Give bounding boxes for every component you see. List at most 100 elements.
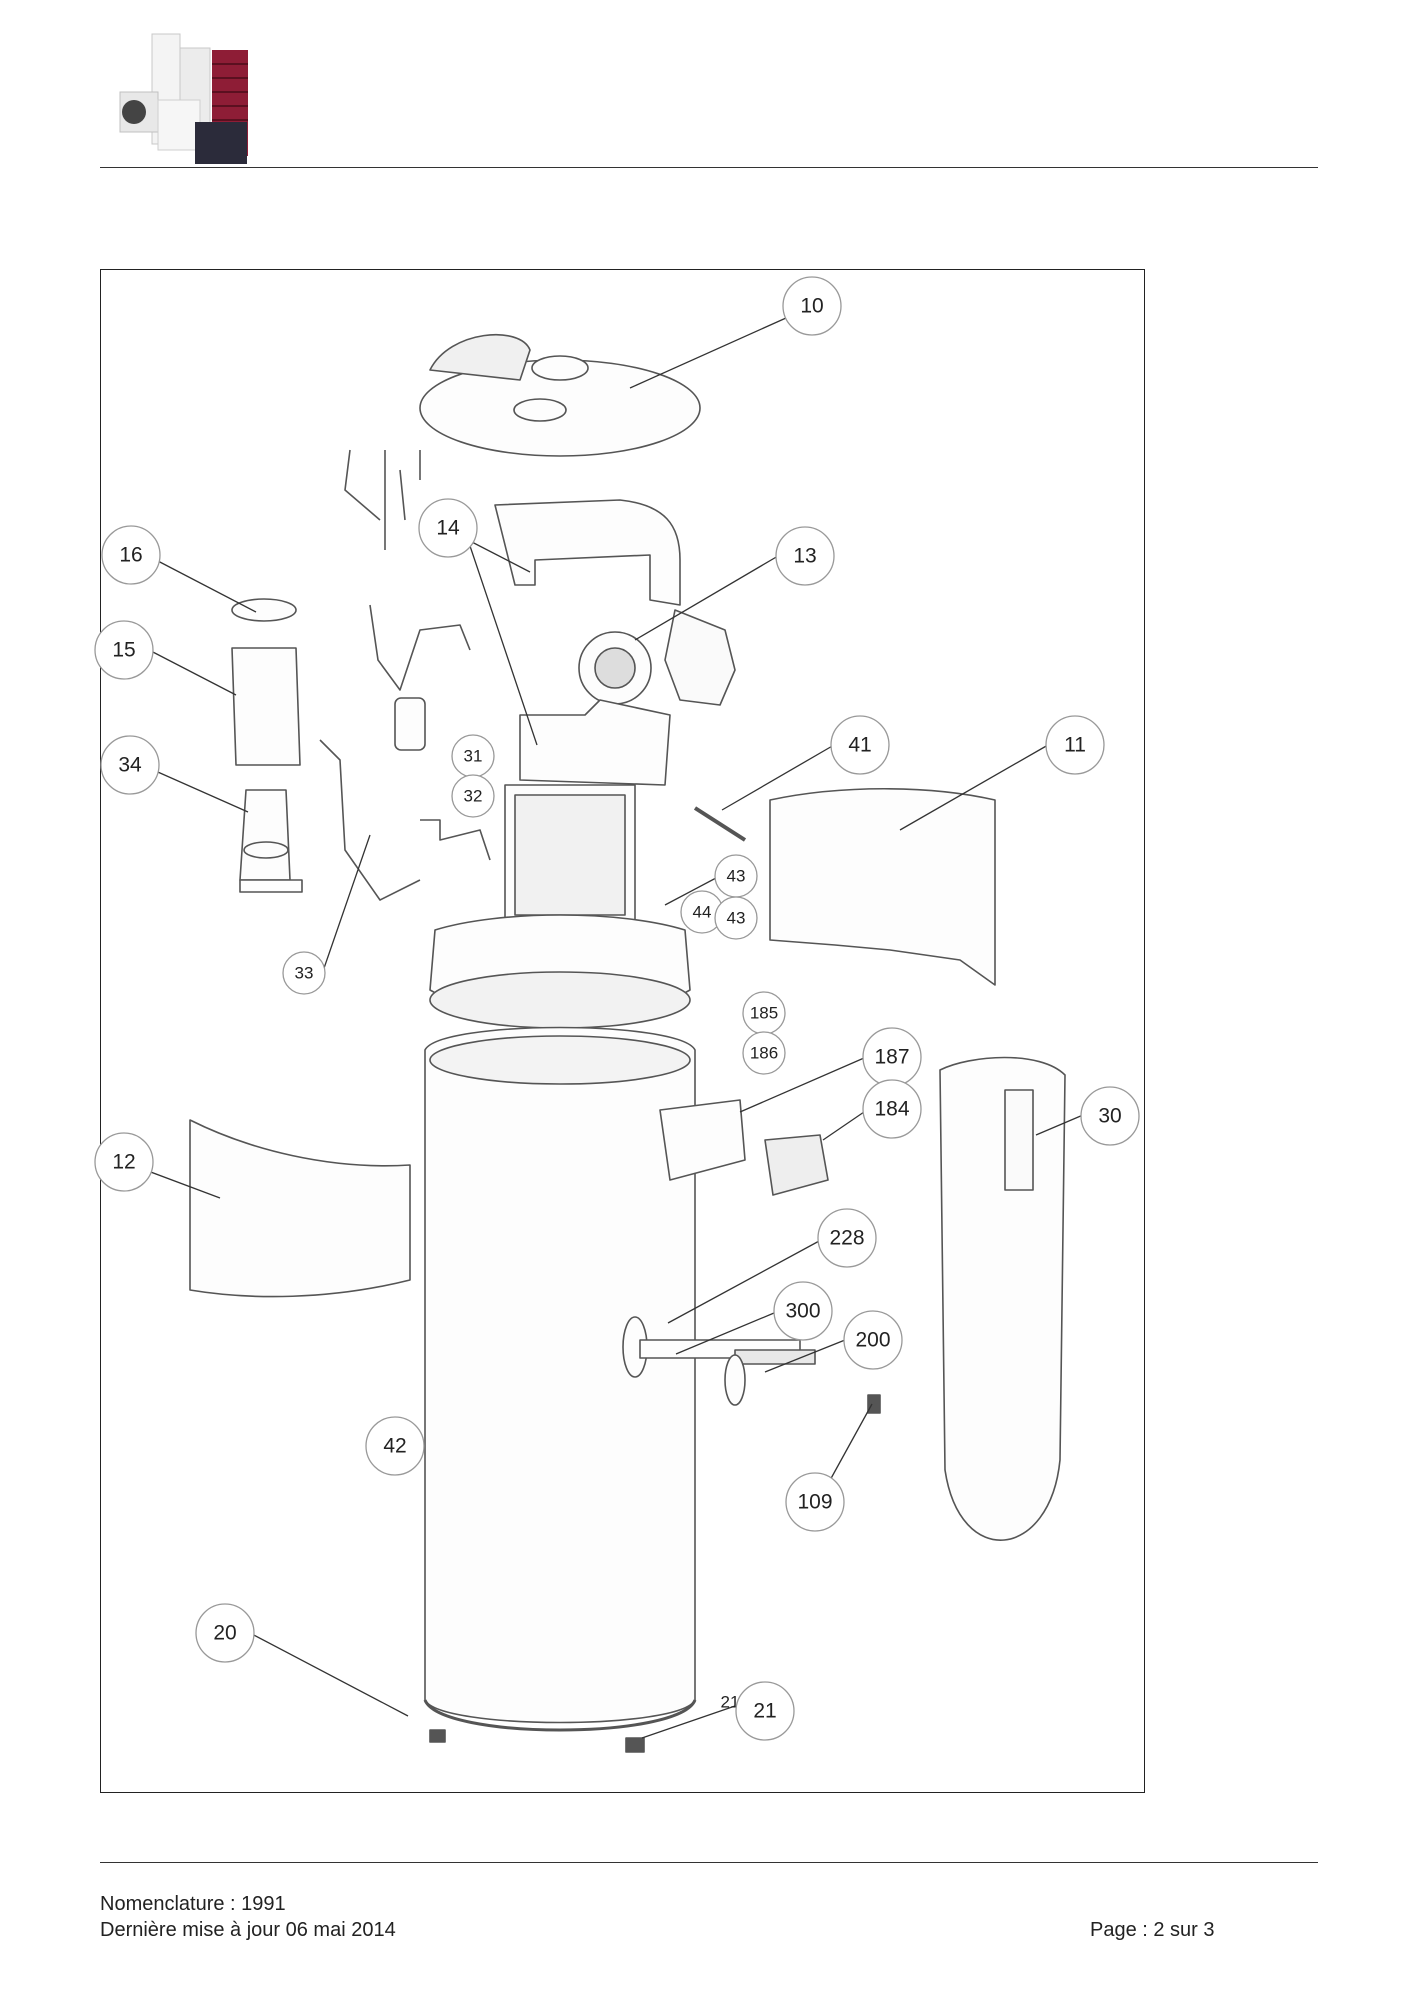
nomenclature-label: Nomenclature : 1991 [100, 1893, 286, 1915]
callout-circle [830, 715, 890, 775]
rear-shell-part [769, 787, 996, 986]
callout-label: 20 [213, 1622, 236, 1645]
callout-label: 187 [874, 1046, 909, 1069]
callout-circle [775, 526, 835, 586]
callout-label: 185 [750, 1004, 778, 1023]
callout-200: 200 [843, 1310, 903, 1370]
callout-group: 10 14 13 16 15 34 31 32 41 11 43 44 43 33 185 186 187 184… [94, 276, 1140, 1741]
refrigerant-piping-part [319, 449, 491, 901]
callout-42: 42 [365, 1416, 425, 1476]
top-cover-part [419, 333, 701, 457]
callout-circle [101, 525, 161, 585]
callout-32: 32 [451, 774, 495, 818]
callout-label: 44 [693, 903, 712, 922]
callout-label: 109 [797, 1491, 832, 1514]
fan-shroud-part [494, 499, 681, 606]
callout-15: 15 [94, 620, 154, 680]
callout-label: 186 [750, 1044, 778, 1063]
callout-185: 185 [742, 991, 786, 1035]
callout-186: 186 [742, 1031, 786, 1075]
callout-label: 43 [727, 867, 746, 886]
display-window-part [1004, 1089, 1034, 1191]
callout-41: 41 [830, 715, 890, 775]
callout-circle [100, 735, 160, 795]
callout-label: 228 [829, 1227, 864, 1250]
callout-228: 228 [817, 1208, 877, 1268]
callout-circle [451, 774, 495, 818]
callout-43: 43 [714, 854, 758, 898]
callout-44: 44 [680, 890, 724, 934]
callout-11: 11 [1045, 715, 1105, 775]
callout-30: 30 [1080, 1086, 1140, 1146]
callout-circle [817, 1208, 877, 1268]
front-shell-part [189, 1119, 411, 1298]
leader-lines [123, 317, 1084, 1739]
diagram-frame [100, 269, 1145, 1793]
callout-label: 30 [1098, 1105, 1121, 1128]
callout-circle [782, 276, 842, 336]
callout-label: 34 [118, 754, 142, 777]
callout-circle [714, 896, 758, 940]
callout-circle [742, 1031, 786, 1075]
base-plate-part [429, 914, 691, 1029]
callout-43: 43 [714, 896, 758, 940]
callout-label: 11 [1064, 734, 1086, 757]
callout-10: 10 [782, 276, 842, 336]
callout-circle [418, 498, 478, 558]
page-number: Page : 2 sur 3 [1090, 1919, 1215, 1941]
callout-14: 14 [418, 498, 478, 558]
callout-circle [773, 1281, 833, 1341]
callout-label: 15 [112, 639, 135, 662]
callout-circle [282, 951, 326, 995]
callout-circle [365, 1416, 425, 1476]
callout-13: 13 [775, 526, 835, 586]
callout-109: 109 [785, 1472, 845, 1532]
callout-label: 42 [383, 1435, 406, 1458]
callout-circle [862, 1079, 922, 1139]
callout-label: 10 [800, 295, 823, 318]
sensor-rod-part [693, 806, 747, 842]
callout-label: 14 [436, 517, 460, 540]
callout-12: 12 [94, 1132, 154, 1192]
thermostat-part [867, 1394, 881, 1414]
callout-21: 21 [721, 1693, 740, 1712]
callout-label: 300 [785, 1300, 820, 1323]
callout-circle [195, 1603, 255, 1663]
callout-circle [843, 1310, 903, 1370]
compressor-stack-part [231, 598, 303, 893]
callout-label: 12 [112, 1151, 135, 1174]
receiver-part [394, 697, 426, 751]
callout-label: 13 [793, 545, 816, 568]
callout-label: 21 [721, 1693, 740, 1712]
callout-label: 41 [848, 734, 871, 757]
callout-label: 43 [727, 909, 746, 928]
callout-label: 184 [874, 1098, 909, 1121]
callout-187: 187 [862, 1027, 922, 1087]
callout-circle [1080, 1086, 1140, 1146]
callout-circle [94, 620, 154, 680]
electronics-bracket-part [659, 1099, 829, 1196]
callout-circle [785, 1472, 845, 1532]
callout-circle [94, 1132, 154, 1192]
evaporator-housing-part [504, 699, 671, 926]
header-rule [100, 167, 1318, 168]
callout-label: 200 [855, 1329, 890, 1352]
callout-label: 16 [119, 544, 142, 567]
callout-34: 34 [100, 735, 160, 795]
callout-circle [735, 1681, 795, 1741]
water-tank-part [423, 1026, 697, 1753]
callout-label: 31 [464, 747, 483, 766]
callout-31: 31 [451, 734, 495, 778]
fan-part [578, 609, 736, 706]
callout-16: 16 [101, 525, 161, 585]
last-update-label: Dernière mise à jour 06 mai 2014 [100, 1919, 396, 1941]
footer-rule [100, 1862, 1318, 1863]
callout-label: 21 [753, 1700, 776, 1723]
callout-20: 20 [195, 1603, 255, 1663]
callout-label: 33 [295, 964, 314, 983]
callout-184: 184 [862, 1079, 922, 1139]
front-door-part [939, 1056, 1066, 1541]
callout-33: 33 [282, 951, 326, 995]
callout-300: 300 [773, 1281, 833, 1341]
